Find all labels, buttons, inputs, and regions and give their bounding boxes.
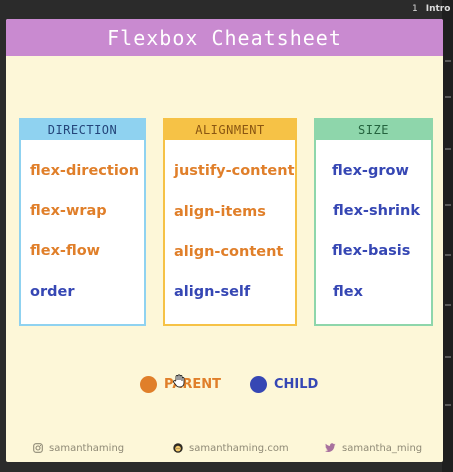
website-url: samanthaming.com xyxy=(189,443,289,454)
header-bar: Flexbox Cheatsheet xyxy=(6,19,443,56)
background-title: Intro xyxy=(425,4,451,14)
avatar-icon xyxy=(173,443,183,453)
background-number: 1 xyxy=(412,4,418,14)
flex-wrap-item: flex-wrap xyxy=(30,203,107,219)
flex-flow-item: flex-flow xyxy=(30,243,101,259)
footer-instagram: samanthaming xyxy=(33,443,124,454)
flex-shrink-item: flex-shrink xyxy=(333,203,420,219)
order-item: order xyxy=(30,284,75,300)
size-column-title: SIZE xyxy=(316,120,431,140)
align-items-item: align-items xyxy=(174,204,266,220)
instagram-icon xyxy=(33,443,43,453)
flex-basis-item: flex-basis xyxy=(332,243,411,259)
page-title: Flexbox Cheatsheet xyxy=(107,26,342,50)
background-scrollbar xyxy=(442,0,453,472)
flex-grow-item: flex-grow xyxy=(332,163,409,179)
direction-column-title: DIRECTION xyxy=(21,120,144,140)
background-heading: 1 Intro xyxy=(412,4,450,14)
size-column: SIZE flex-grow flex-shrink flex-basis fl… xyxy=(314,118,433,326)
cheatsheet-card: Flexbox Cheatsheet DIRECTION flex-direct… xyxy=(6,19,443,462)
alignment-column: ALIGNMENT justify-content align-items al… xyxy=(163,118,297,326)
twitter-handle: samantha_ming xyxy=(342,443,423,454)
footer-website: samanthaming.com xyxy=(173,443,289,454)
justify-content-item: justify-content xyxy=(174,163,295,179)
align-content-item: align-content xyxy=(174,244,284,260)
align-self-item: align-self xyxy=(174,284,251,300)
child-legend-dot xyxy=(250,376,267,393)
direction-column: DIRECTION flex-direction flex-wrap flex-… xyxy=(19,118,146,326)
instagram-handle: samanthaming xyxy=(49,443,125,454)
flex-item: flex xyxy=(333,284,363,300)
twitter-icon xyxy=(325,443,336,452)
alignment-column-title: ALIGNMENT xyxy=(165,120,295,140)
flex-direction-item: flex-direction xyxy=(30,163,140,179)
parent-legend-dot xyxy=(140,376,157,393)
child-legend-label: CHILD xyxy=(274,377,319,392)
hand-cursor-icon xyxy=(173,374,185,388)
footer-twitter: samantha_ming xyxy=(325,443,422,454)
